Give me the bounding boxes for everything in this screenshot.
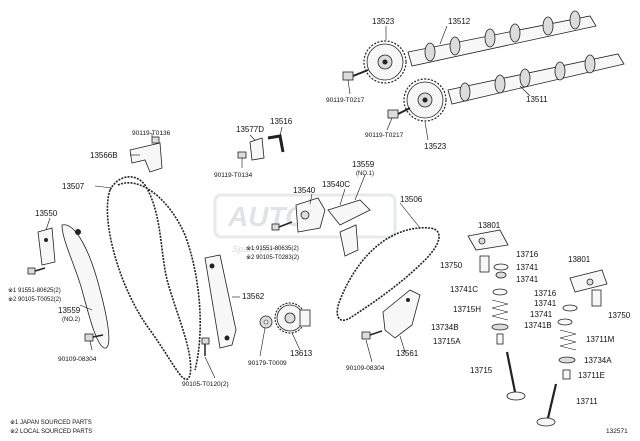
timing-chain-left <box>106 176 201 381</box>
valve-spring-left <box>491 299 509 321</box>
label-13734B: 13734B <box>431 323 459 332</box>
label-90109-08304-a: 90109-08304 <box>58 356 97 363</box>
sprocket-bolt-bottom <box>387 107 411 119</box>
label-13559-no2: 13559 <box>58 306 81 315</box>
camshaft-sprocket-bottom <box>403 78 447 122</box>
label-13734A: 13734A <box>584 356 612 365</box>
label-13559-no2-sub: (NO.2) <box>62 317 80 323</box>
label-13523-bottom: 13523 <box>424 142 447 151</box>
bolt-90109-08304-right <box>361 330 383 340</box>
label-13741C: 13741C <box>450 285 478 294</box>
label-13559-no1-sub: (NO.1) <box>356 171 374 177</box>
valve-intake <box>505 351 526 401</box>
camshaft-sprocket-top <box>363 40 407 84</box>
label-13540C: 13540C <box>322 180 350 189</box>
valve-seat-right <box>558 356 576 380</box>
label-13801-a: 13801 <box>478 221 501 230</box>
bolt-90105-T0120 <box>201 337 210 356</box>
bolt-90109-08304-left <box>84 333 104 342</box>
label-13801-b: 13801 <box>568 255 591 264</box>
label-13506: 13506 <box>400 195 423 204</box>
chain-guide-13562 <box>204 254 237 349</box>
valve-exhaust <box>536 383 558 427</box>
footnote-japan: ※1 JAPAN SOURCED PARTS <box>10 419 92 426</box>
valve-seat-left <box>491 323 509 345</box>
bracket-13550 <box>37 227 56 266</box>
valve-spring-retainer-right <box>557 304 578 326</box>
label-91551-80625: ※1 91551-80625(2) <box>8 287 61 294</box>
valve-spring-retainer-left <box>492 263 509 296</box>
label-13561: 13561 <box>396 349 419 358</box>
label-90119-T0217-a: 90119-T0217 <box>326 97 365 104</box>
diagram-id: 132571 <box>606 428 628 435</box>
bolt-91551-80625 <box>27 267 46 275</box>
chain-guide-13561 <box>382 289 421 339</box>
label-13566B: 13566B <box>90 151 118 160</box>
tensioner-bolt <box>271 221 293 231</box>
camshaft-top <box>407 10 597 67</box>
label-13507: 13507 <box>62 182 85 191</box>
rocker-arm-left <box>467 229 509 251</box>
label-90119-T0136: 90119-T0136 <box>132 130 171 137</box>
label-13741-c: 13741 <box>534 299 557 308</box>
svg-text:Spare parts: Spare parts <box>232 244 282 254</box>
footnote-local: ※2 LOCAL SOURCED PARTS <box>10 428 92 435</box>
svg-text:AUTO: AUTO <box>227 201 307 232</box>
label-13613: 13613 <box>290 349 313 358</box>
leader-lines <box>45 25 531 379</box>
label-90119-T0217-b: 90119-T0217 <box>365 132 404 139</box>
bolt-90119-T0134 <box>237 151 247 159</box>
label-13741B: 13741B <box>524 321 552 330</box>
pipe-13516 <box>267 134 285 153</box>
label-90119-T0134: 90119-T0134 <box>214 172 253 179</box>
bolt-90119-T0136 <box>151 136 160 144</box>
label-13715H: 13715H <box>453 305 481 314</box>
label-13750-a: 13750 <box>440 261 463 270</box>
label-13516: 13516 <box>270 117 293 126</box>
label-290105-T0283: ※2 90105-T0283(2) <box>246 254 299 261</box>
crankshaft-sprocket <box>274 302 311 334</box>
chain-tensioner-arm <box>61 224 110 349</box>
camshaft-bottom <box>447 53 625 105</box>
bracket-13577D <box>249 137 265 161</box>
sprocket-bolt-top <box>342 69 369 81</box>
guide-13566B <box>129 142 163 173</box>
label-13540: 13540 <box>293 186 316 195</box>
label-91551-80635: ※1 91551-80635(2) <box>246 245 299 252</box>
label-90105-T0120: 90105-T0120(2) <box>182 381 229 388</box>
label-13716-b: 13716 <box>534 289 557 298</box>
label-13715A: 13715A <box>433 337 461 346</box>
lash-adjuster-right <box>591 289 602 307</box>
watermark-logo: AUTO Spare parts <box>213 193 397 254</box>
label-90109-08304-b: 90109-08304 <box>346 365 385 372</box>
rocker-arm-right <box>569 269 608 293</box>
label-13550: 13550 <box>35 209 58 218</box>
valve-spring-right <box>559 329 577 351</box>
label-13512: 13512 <box>448 17 471 26</box>
label-13750-b: 13750 <box>608 311 631 320</box>
chain-guide-no1 <box>327 199 371 257</box>
label-13577D: 13577D <box>236 125 264 134</box>
label-13716-a: 13716 <box>516 250 539 259</box>
label-13711E: 13711E <box>578 371 605 380</box>
label-90179-T0009: 90179-T0009 <box>248 360 287 367</box>
washer-90179-T0009 <box>259 315 273 329</box>
label-13741-d: 13741 <box>530 310 553 319</box>
label-13711M: 13711M <box>586 335 615 344</box>
chain-tensioner <box>295 197 326 233</box>
timing-chain-right <box>336 227 440 322</box>
label-13741-a: 13741 <box>516 263 539 272</box>
label-13562: 13562 <box>242 292 265 301</box>
label-13511: 13511 <box>526 95 548 104</box>
label-13715: 13715 <box>470 366 493 375</box>
label-13559-no1: 13559 <box>352 160 375 169</box>
label-13741-b: 13741 <box>516 275 539 284</box>
label-13711: 13711 <box>576 397 598 406</box>
label-290105-T0052: ※2 90105-T0052(2) <box>8 296 61 303</box>
lash-adjuster-left <box>479 255 490 273</box>
label-13523-top: 13523 <box>372 17 395 26</box>
